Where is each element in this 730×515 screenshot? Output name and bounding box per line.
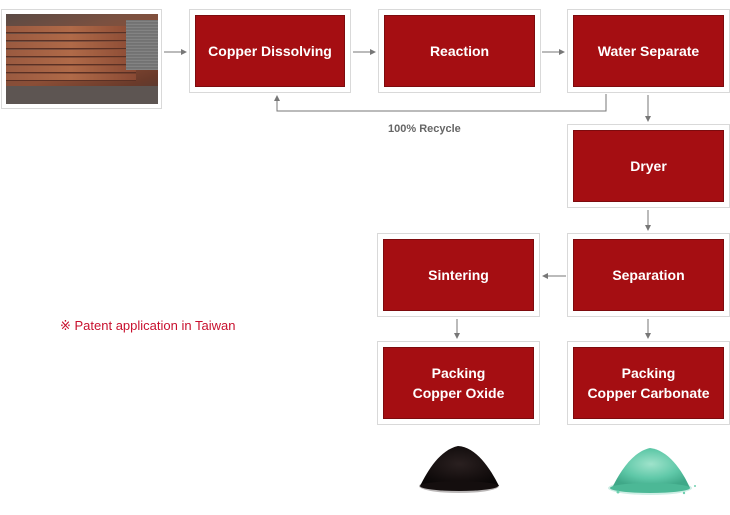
arrow-recycle-loop	[274, 94, 607, 112]
packing-carbonate-line2: Copper Carbonate	[587, 385, 710, 401]
copper-dissolving-step: Copper Dissolving	[195, 15, 345, 87]
copper-dissolving-label: Copper Dissolving	[208, 43, 332, 59]
packing-oxide-line1: Packing	[431, 365, 486, 381]
copper-sheets-photo	[6, 14, 158, 104]
separation-step: Separation	[573, 239, 724, 311]
sintering-step: Sintering	[383, 239, 534, 311]
reaction-label: Reaction	[429, 43, 490, 59]
packing-copper-oxide-step: Packing Copper Oxide	[383, 347, 534, 419]
packing-copper-carbonate-step: Packing Copper Carbonate	[573, 347, 724, 419]
dryer-step: Dryer	[573, 130, 724, 202]
patent-note: ※ Patent application in Taiwan	[60, 318, 236, 333]
copper-oxide-powder-image	[419, 446, 499, 493]
reaction-step: Reaction	[384, 15, 535, 87]
dryer-label: Dryer	[630, 158, 667, 174]
water-separate-label: Water Separate	[597, 43, 700, 59]
copper-carbonate-powder-image	[608, 448, 696, 495]
separation-label: Separation	[612, 267, 685, 283]
recycle-label: 100% Recycle	[388, 123, 461, 135]
packing-oxide-line2: Copper Oxide	[412, 385, 505, 401]
packing-carbonate-line1: Packing	[621, 365, 676, 381]
sintering-label: Sintering	[428, 267, 489, 283]
water-separate-step: Water Separate	[573, 15, 724, 87]
